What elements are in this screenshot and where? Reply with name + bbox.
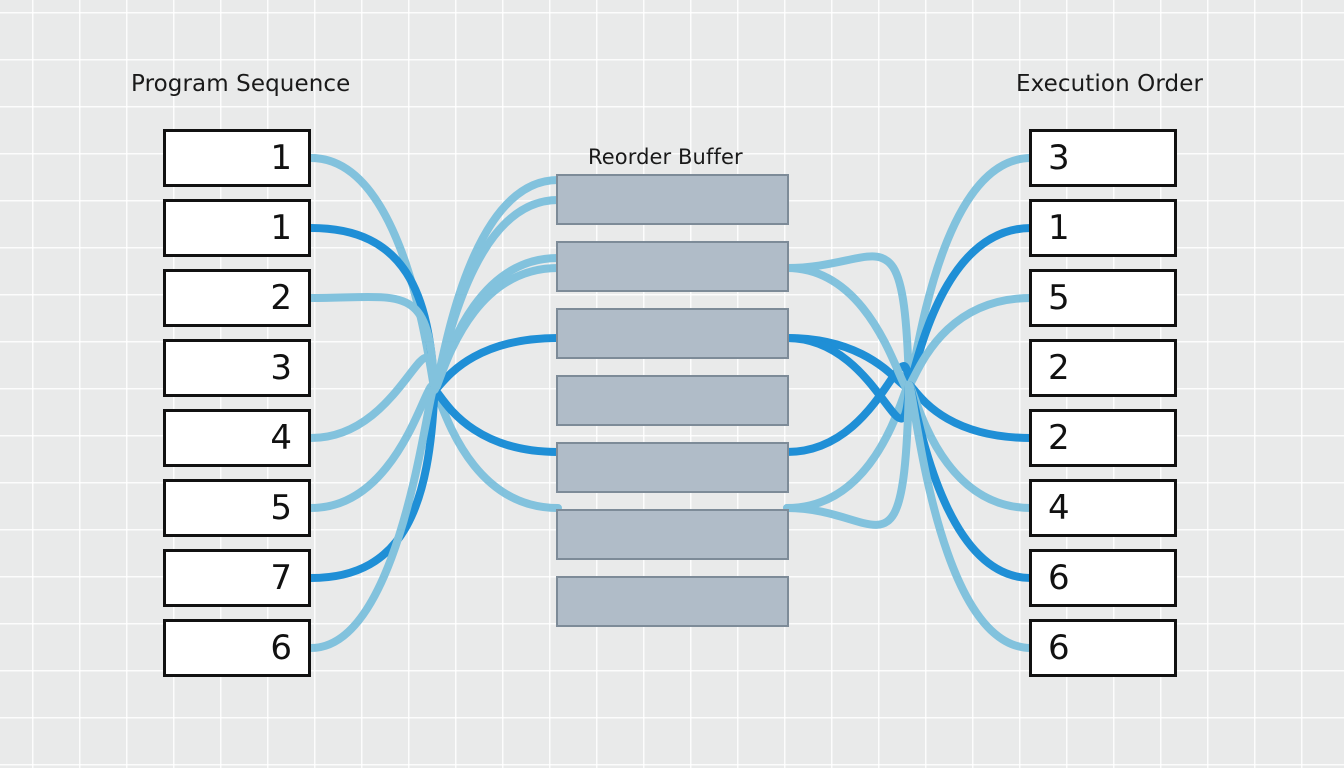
- execution-box[interactable]: 5: [1029, 269, 1177, 327]
- instruction-box[interactable]: 1: [163, 129, 311, 187]
- reorder-buffer-slot: [556, 308, 789, 359]
- execution-value: 2: [1048, 348, 1070, 388]
- instruction-box[interactable]: 3: [163, 339, 311, 397]
- reorder-buffer-slot: [556, 442, 789, 493]
- execution-box[interactable]: 2: [1029, 339, 1177, 397]
- execution-box[interactable]: 6: [1029, 619, 1177, 677]
- reorder-buffer-slot: [556, 375, 789, 426]
- execution-value: 5: [1048, 278, 1070, 318]
- reorder-buffer-slot: [556, 509, 789, 560]
- execution-value: 2: [1048, 418, 1070, 458]
- program-sequence-title: Program Sequence: [131, 71, 351, 97]
- instruction-box[interactable]: 5: [163, 479, 311, 537]
- execution-box[interactable]: 3: [1029, 129, 1177, 187]
- execution-value: 6: [1048, 558, 1070, 598]
- reorder-buffer-slot: [556, 174, 789, 225]
- instruction-value: 3: [270, 348, 292, 388]
- instruction-value: 1: [270, 138, 292, 178]
- instruction-box[interactable]: 6: [163, 619, 311, 677]
- reorder-buffer-title: Reorder Buffer: [588, 145, 743, 169]
- instruction-box[interactable]: 1: [163, 199, 311, 257]
- reorder-buffer-slot: [556, 576, 789, 627]
- instruction-box[interactable]: 2: [163, 269, 311, 327]
- instruction-box[interactable]: 7: [163, 549, 311, 607]
- execution-value: 4: [1048, 488, 1070, 528]
- execution-order-title: Execution Order: [1016, 71, 1204, 97]
- instruction-value: 7: [270, 558, 292, 598]
- execution-box[interactable]: 4: [1029, 479, 1177, 537]
- execution-value: 3: [1048, 138, 1070, 178]
- instruction-value: 5: [270, 488, 292, 528]
- instruction-value: 4: [270, 418, 292, 458]
- instruction-value: 1: [270, 208, 292, 248]
- instruction-value: 6: [270, 628, 292, 668]
- instruction-value: 2: [270, 278, 292, 318]
- execution-box[interactable]: 6: [1029, 549, 1177, 607]
- execution-box[interactable]: 2: [1029, 409, 1177, 467]
- execution-box[interactable]: 1: [1029, 199, 1177, 257]
- reorder-buffer-slot: [556, 241, 789, 292]
- execution-value: 1: [1048, 208, 1070, 248]
- instruction-box[interactable]: 4: [163, 409, 311, 467]
- execution-value: 6: [1048, 628, 1070, 668]
